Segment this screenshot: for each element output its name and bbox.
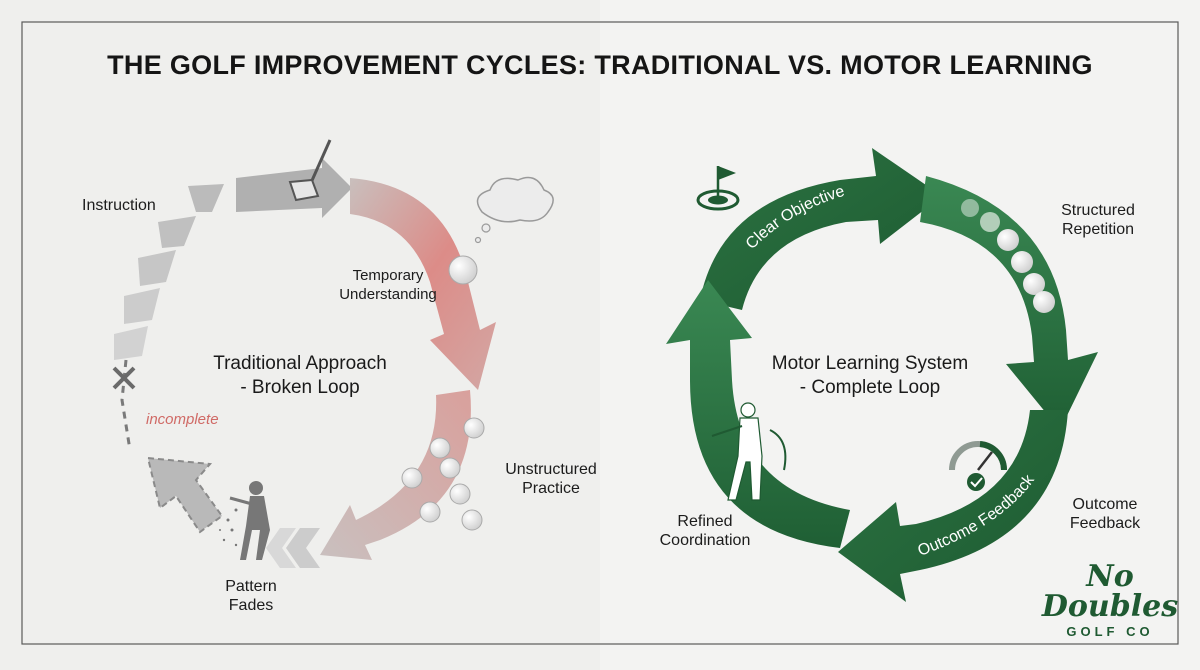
chevron-1 [188, 184, 224, 212]
golf-ball-icons-right [961, 199, 1055, 313]
dashed-arrow-head [146, 456, 224, 534]
broken-link-dash [120, 359, 132, 451]
instruction-label: Instruction [82, 197, 156, 214]
refined-coordination-label: Refined Coordination [659, 513, 751, 549]
page-title: THE GOLF IMPROVEMENT CYCLES: TRADITIONAL… [107, 50, 1093, 80]
temporary-understanding-label: Temporary Understanding [339, 267, 437, 303]
chevron-4 [124, 288, 160, 324]
structured-repetition-arrow [920, 176, 1098, 430]
golf-club-icon [288, 139, 332, 202]
outcome-feedback-label: Outcome Feedback [1069, 496, 1141, 532]
frame-border [21, 21, 1179, 645]
gauge-check-icon [949, 441, 1008, 491]
golf-ball-icons-left [401, 255, 485, 531]
thought-cloud-icon [474, 176, 554, 244]
golfer-fading-icon [219, 481, 270, 560]
golfer-swing-icon [711, 402, 787, 501]
temporary-understanding-arrow [350, 178, 496, 390]
chevron-5 [114, 326, 148, 360]
traditional-center-label: Traditional Approach - Broken Loop [213, 353, 387, 398]
unstructured-practice-arrow [320, 390, 471, 560]
fade-chevron-2 [266, 528, 296, 568]
outcome-feedback-arrow [838, 410, 1068, 602]
clear-objective-arrow [700, 148, 942, 310]
target-flag-icon [696, 166, 740, 211]
chevron-3 [138, 250, 176, 286]
pattern-fades-label: Pattern Fades [225, 578, 277, 614]
motor-learning-center-label: Motor Learning System - Complete Loop [771, 353, 969, 398]
chevron-2 [158, 216, 196, 248]
left-panel-bg [0, 0, 600, 670]
incomplete-label: incomplete [146, 411, 219, 428]
fade-chevron-1 [286, 528, 320, 568]
unstructured-practice-label: Unstructured Practice [505, 461, 597, 497]
broken-x-icon [112, 366, 136, 390]
no-doubles-logo: No Doubles GOLF CO [1041, 559, 1179, 640]
structured-repetition-label: Structured Repetition [1061, 202, 1135, 238]
refined-coordination-arrow [666, 280, 850, 548]
